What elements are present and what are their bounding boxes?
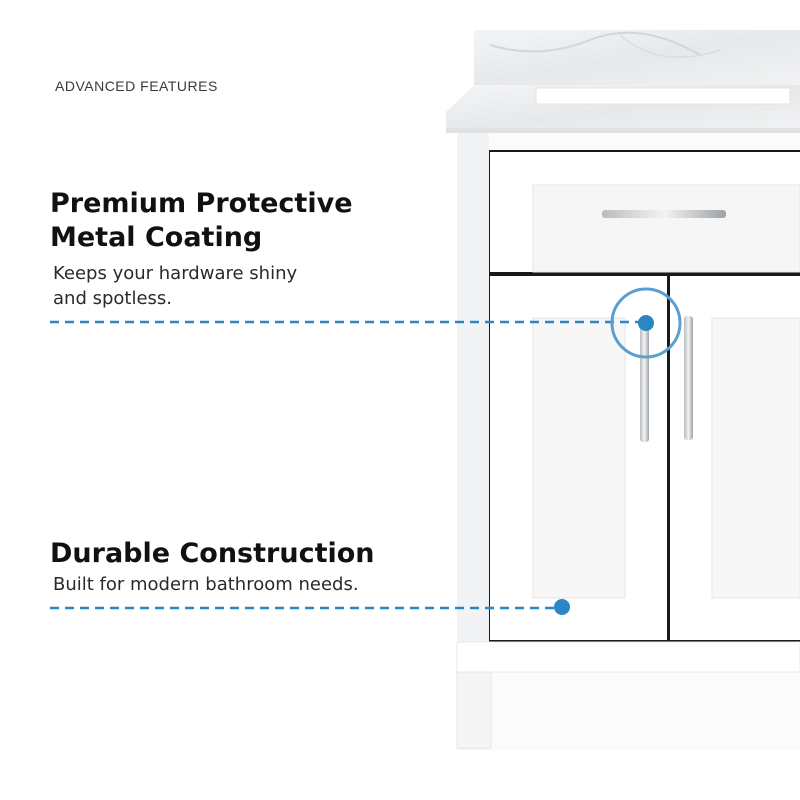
feature-description-metal-coating: Keeps your hardware shiny and spotless.	[53, 263, 298, 309]
drawer-handle	[602, 210, 726, 218]
cabinet-leg	[456, 671, 492, 749]
marble-backsplash	[474, 30, 800, 85]
left-door-handle	[640, 322, 649, 442]
feature-description-construction: Built for modern bathroom needs.	[53, 574, 359, 595]
section-eyebrow: ADVANCED FEATURES	[55, 78, 218, 94]
callout-dot-construction	[554, 599, 570, 615]
sink-basin	[535, 87, 791, 105]
feature-title-metal-coating: Premium Protective Metal Coating	[50, 188, 353, 253]
callout-dot-metal-coating	[638, 315, 654, 331]
callout-ring	[610, 287, 682, 359]
feature-title-construction: Durable Construction	[50, 538, 375, 569]
right-door-handle	[684, 316, 693, 440]
